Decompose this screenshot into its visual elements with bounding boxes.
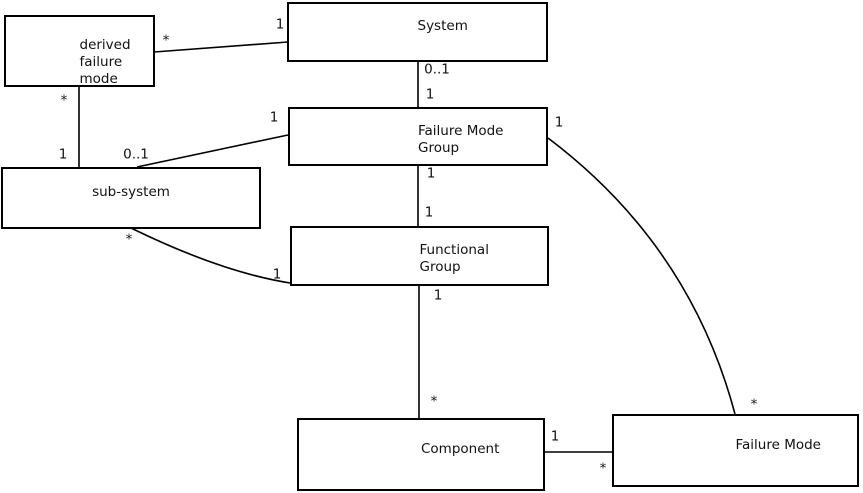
multiplicity-fmg-fg-near-fmg: 1: [426, 165, 436, 182]
multiplicity-subsystem-fg-near-subsystem: *: [125, 231, 133, 248]
entity-label-line: derived: [79, 37, 131, 53]
entity-label-line: System: [417, 18, 468, 34]
entity-label: derived failure mode: [80, 37, 131, 88]
connector-failure-mode-group-to-failure-mode: [547, 137, 736, 415]
entity-label-line: Group: [418, 139, 460, 156]
entity-failure-mode: Failure Mode: [612, 414, 859, 487]
multiplicity-dfm-subsystem-near-dfm: *: [60, 92, 68, 109]
entity-label: System: [418, 18, 468, 35]
entity-system: System: [287, 2, 548, 62]
entity-label-line: Functional: [419, 242, 489, 258]
multiplicity-dfm-system-near-system: 1: [275, 16, 285, 33]
multiplicity-fmg-fm-near-fmg: 1: [554, 114, 564, 131]
multiplicity-fmg-subsystem-near-subsystem: 0..1: [123, 146, 149, 163]
entity-label: Component: [421, 441, 499, 458]
entity-failure-mode-group: Failure Mode Group: [288, 107, 548, 166]
connector-derived-failure-mode-to-system: [153, 41, 289, 53]
connector-sub-system-to-functional-group: [130, 227, 291, 284]
entity-functional-group: Functional Group: [290, 226, 549, 286]
entity-label-line: failure: [79, 54, 123, 70]
multiplicity-dfm-subsystem-near-subsystem: 1: [58, 146, 68, 163]
entity-label-line: Failure Mode: [418, 122, 504, 139]
entity-label-line: Group: [419, 259, 461, 275]
multiplicity-component-fm-near-component: 1: [550, 428, 560, 445]
multiplicity-system-fmg-near-fmg: 1: [425, 86, 435, 103]
multiplicity-fmg-subsystem-near-fmg: 1: [269, 109, 279, 126]
entity-label-line: Component: [421, 440, 500, 457]
entity-label-line: Failure Mode: [735, 436, 822, 453]
multiplicity-fg-component-near-component: *: [430, 393, 438, 410]
multiplicity-component-fm-near-fm: *: [599, 460, 607, 477]
multiplicity-subsystem-fg-near-fg: 1: [272, 266, 282, 283]
entity-sub-system: sub-system: [1, 167, 261, 229]
entity-label: Failure Mode: [736, 437, 822, 454]
multiplicity-dfm-system-near-dfm: *: [162, 32, 170, 49]
multiplicity-system-fmg-near-system: 0..1: [424, 61, 450, 78]
multiplicity-fmg-fm-near-fm: *: [750, 396, 758, 413]
entity-label-line: mode: [79, 71, 118, 87]
entity-label: Functional Group: [420, 242, 489, 276]
entity-label: sub-system: [3, 184, 259, 201]
entity-component: Component: [297, 418, 545, 491]
multiplicity-fmg-fg-near-fg: 1: [424, 204, 434, 221]
entity-derived-failure-mode: derived failure mode: [4, 15, 155, 87]
entity-label-line: sub-system: [92, 184, 170, 200]
connector-failure-mode-group-to-sub-system: [136, 134, 289, 168]
multiplicity-fg-component-near-fg: 1: [433, 287, 443, 304]
entity-label: Failure Mode Group: [418, 123, 504, 157]
